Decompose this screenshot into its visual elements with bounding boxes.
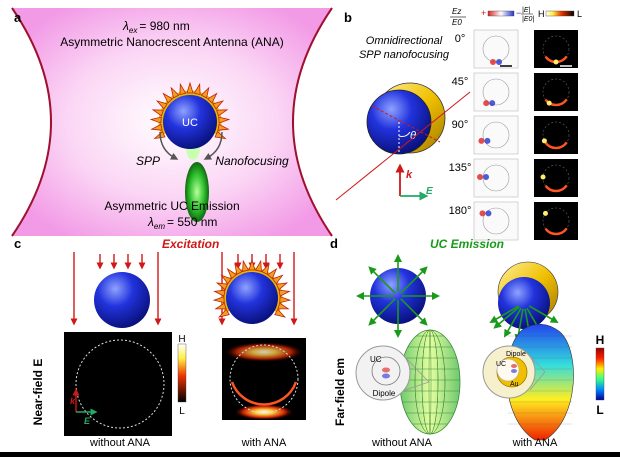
ez-map <box>473 201 519 241</box>
excitation-arrows-left <box>70 252 162 326</box>
panel-c: c Excitation Near-field E k E H L withou… <box>14 236 306 449</box>
emission-wavelength: λem= 550 nm <box>147 215 217 231</box>
ez-colorbar <box>487 10 515 17</box>
uc-sphere <box>163 95 217 149</box>
near-field-colorbar <box>177 343 187 403</box>
c-sphere-bare <box>94 272 150 328</box>
excitation-label: Excitation <box>162 237 219 251</box>
angle-label: 135° <box>449 162 472 174</box>
c-sphere-ana <box>226 272 278 324</box>
b-title-line2: SPP nanofocusing <box>359 49 450 61</box>
d-sphere-ana <box>498 277 550 329</box>
uc-emission-title: UC Emission <box>430 237 504 251</box>
scale-h: H <box>538 9 545 19</box>
angle-label: 0° <box>455 33 466 45</box>
inset-dipole-label: Dipole <box>373 389 396 398</box>
c-antenna <box>212 258 292 318</box>
scale-minus: − <box>516 8 521 18</box>
panel-letter-d: d <box>330 236 338 251</box>
c-h-label: H <box>178 334 185 345</box>
panel-d: d UC Emission Far-field em UC Dipole <box>330 236 604 449</box>
panel-b: b Omnidirectional SPP nanofocusing θ k E… <box>335 7 582 241</box>
c-caption-right: with ANA <box>241 437 287 449</box>
ana-title: Asymmetric Nanocrescent Antenna (ANA) <box>60 35 283 49</box>
uc-label: UC <box>182 117 198 129</box>
angle-label: 90° <box>452 119 469 131</box>
nanofocusing-label: Nanofocusing <box>215 154 289 168</box>
e-colorbar <box>545 10 575 17</box>
c-e-vector: E <box>84 416 91 426</box>
nanocrescent-antenna <box>149 81 231 140</box>
near-field-ylabel: Near-field E <box>31 359 45 426</box>
spp-label: SPP <box>136 154 160 168</box>
k-vector: k <box>406 169 413 181</box>
ez-map <box>473 72 519 112</box>
theta-symbol: θ <box>410 130 416 142</box>
d-l-label: L <box>596 403 603 417</box>
field-maps <box>473 29 578 241</box>
c-k-vector: k <box>70 396 76 406</box>
inset-uc-label: UC <box>370 355 382 364</box>
d-caption-left: without ANA <box>371 437 433 449</box>
near-field-map-bare <box>64 332 172 436</box>
panel-letter-a: a <box>14 10 22 25</box>
scale-l: L <box>577 9 582 19</box>
inset-ana-dipole-label: Dipole <box>506 351 526 358</box>
inset-au-label: Au <box>510 381 519 388</box>
excitation-wavelength: λex= 980 nm <box>122 19 190 35</box>
angle-label: 180° <box>449 205 472 217</box>
panel-letter-b: b <box>344 10 352 25</box>
far-field-pattern-bare <box>399 329 461 435</box>
scale-plus: + <box>481 8 486 18</box>
e-over-e0: |E| |E0| <box>522 7 534 23</box>
angle-label: 45° <box>452 76 469 88</box>
ez-map <box>473 29 519 69</box>
far-field-colorbar <box>595 347 605 401</box>
panel-a: a λex= 980 nm Asymmetric Nanocrescent An… <box>11 7 333 237</box>
inset-ana-uc-label: UC <box>496 361 506 368</box>
emission-lobe <box>185 162 209 222</box>
b-title-line1: Omnidirectional <box>366 35 443 47</box>
e-vector: E <box>426 186 433 197</box>
angle-labels: 0° 45° 90° 135° 180° <box>449 33 472 217</box>
d-h-label: H <box>596 333 605 347</box>
emission-arrows-omni <box>356 254 440 338</box>
ez-map <box>473 115 519 155</box>
panel-letter-c: c <box>14 236 21 251</box>
emission-title: Asymmetric UC Emission <box>104 199 239 213</box>
inset-bare <box>355 345 411 401</box>
ez-over-e0: Ez E0 <box>452 7 464 27</box>
d-caption-right: with ANA <box>512 437 558 449</box>
c-l-label: L <box>179 406 185 417</box>
far-field-ylabel: Far-field em <box>333 358 347 426</box>
c-caption-left: without ANA <box>89 437 151 449</box>
